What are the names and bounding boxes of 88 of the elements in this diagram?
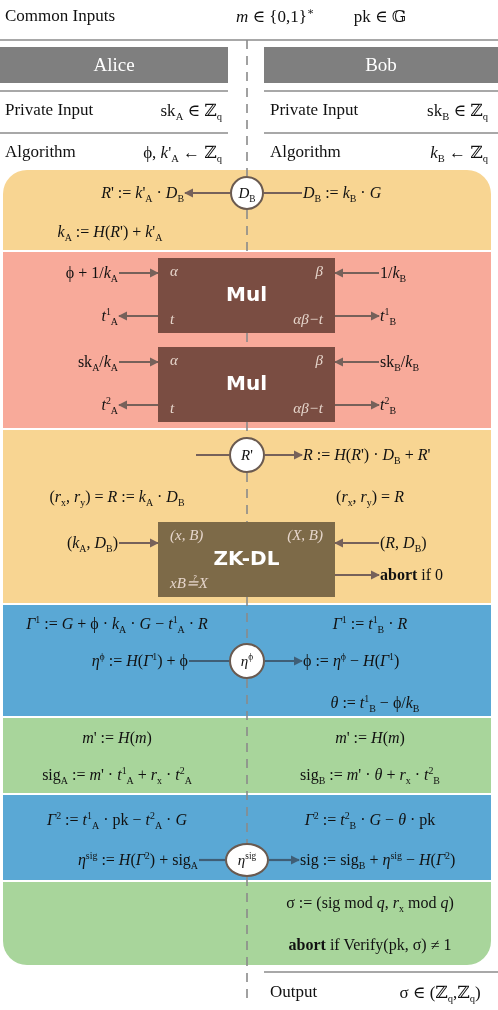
label-text: Output [270,982,318,1002]
box-title: Mul [225,281,268,306]
arrow [119,357,159,367]
message-circle: D$_{B}$ [230,176,264,210]
arrow [269,855,300,865]
label-text: sk$_{A}$ ∈ ℤ$_{q}$ [160,99,222,121]
port-label: xB≟X [170,574,208,592]
arrow [265,450,303,460]
arrow [118,311,158,321]
formula: k$_{A}$ := H(R') + k'$_{A}$ [57,223,163,241]
label-text: m ∈ {0,1}$^{∗}$ [235,5,315,27]
port-label: αβ−t [293,400,323,417]
formula: Γ$^{2}$ := t$^{2}$$_{B}$ · G − θ · pk [304,811,436,829]
formula: sk$_{B}$/k$_{B}$ [379,349,420,375]
connector-line [196,453,229,457]
formula: sig := sig$_{B}$ + η$^{sig}$ − H(Γ$^{2}$) [299,847,457,873]
formula: 1/k$_{B}$ [379,260,408,286]
formula: θ := t$^{1}$$_{B}$ − ϕ/k$_{B}$ [330,694,420,712]
formula: σ := (sig mod q, r$_{x}$ mod q) [286,894,454,912]
formula: (R, D$_{B}$) [379,530,428,556]
formula: ϕ + 1/k$_{A}$ [64,260,119,286]
formula: D$_{B}$ := k$_{B}$ · G [302,180,383,206]
message-circle: η$^{ϕ}$ [229,643,265,679]
label-text: ϕ, k'$_{A}$ ← ℤ$_{q}$ [143,141,222,163]
protocol-band [3,430,491,603]
formula: η$^{ϕ}$ := H(Γ$^{1}$) + ϕ [90,648,189,674]
port-label: αβ−t [293,311,323,328]
label-text: Algorithm [270,142,341,162]
port-label: β [315,352,323,369]
port-label: t [170,311,175,328]
formula: abort if Verify(pk, σ) ≠ 1 [288,936,452,954]
label-text: σ ∈ (ℤ$_{q}$,ℤ$_{q}$) [399,981,481,1003]
protocol-band [3,605,491,716]
protocol-band [3,170,491,250]
formula: R' := k'$_{A}$ · D$_{B}$ [100,180,185,206]
formula: abort if 0 [379,562,445,588]
box-title: Mul [225,370,268,395]
formula: m' := H(m) [335,729,405,747]
formula: (r$_{x}$, r$_{y}$) = R := k$_{A}$ · D$_{B}$ [49,488,185,506]
protocol-band [3,718,491,793]
protocol-band [3,252,491,428]
port-label: α [170,263,178,280]
formula: m' := H(m) [82,729,152,747]
formula: (r$_{x}$, r$_{y}$) = R [336,488,404,506]
formula: ϕ := η$^{ϕ}$ − H(Γ$^{1}$) [302,648,401,674]
arrow [118,400,158,410]
formula: R := H(R') · D$_{B}$ + R' [302,442,432,468]
port-label: t [170,400,175,417]
arrow [119,268,159,278]
formula: Γ$^{1}$ := t$^{1}$$_{B}$ · R [332,615,408,633]
label-text: sk$_{B}$ ∈ ℤ$_{q}$ [427,99,488,121]
formula: Γ$^{2}$ := t$^{1}$$_{A}$ · pk − t$^{2}$$_{A}$ · G [47,811,187,829]
multiplication-box [158,347,335,422]
connector-line [264,191,302,195]
arrow [119,538,159,548]
port-label: (x, B) [170,527,204,544]
formula: (k$_{A}$, D$_{B}$) [65,530,119,556]
connector-line [189,659,229,663]
label-text: Private Input [5,100,94,120]
port-label: α [170,352,178,369]
arrow [335,570,380,580]
party-header: Bob [264,47,498,83]
formula: η$^{sig}$ := H(Γ$^{2}$) + sig$_{A}$ [76,847,199,873]
label-text: Algorithm [5,142,76,162]
arrow [184,188,230,198]
box-title: ZK-DL [212,545,281,570]
multiplication-box [158,258,335,333]
label-text: pk ∈ 𝔾 [353,5,407,27]
party-header: Alice [0,47,228,83]
message-circle: R' [229,437,265,473]
protocol-band [3,795,491,880]
arrow [334,538,379,548]
connector-line [199,858,225,862]
port-label: (X, B) [287,527,323,544]
label-text: Private Input [270,100,359,120]
formula: Γ$^{1}$ := G + ϕ · k$_{A}$ · G − t$^{1}$$_{A}$ · R [26,615,208,633]
arrow [265,656,303,666]
label-text: k$_{B}$ ← ℤ$_{q}$ [430,141,488,163]
arrow [334,357,379,367]
arrow [334,268,379,278]
message-circle: η$^{sig}$ [225,843,269,877]
arrow [335,311,380,321]
label-text: Common Inputs [5,6,116,26]
port-label: β [315,263,323,280]
proof-box [158,522,335,597]
arrow [335,400,380,410]
formula: sk$_{A}$/k$_{A}$ [76,349,119,375]
protocol-band [3,882,491,965]
